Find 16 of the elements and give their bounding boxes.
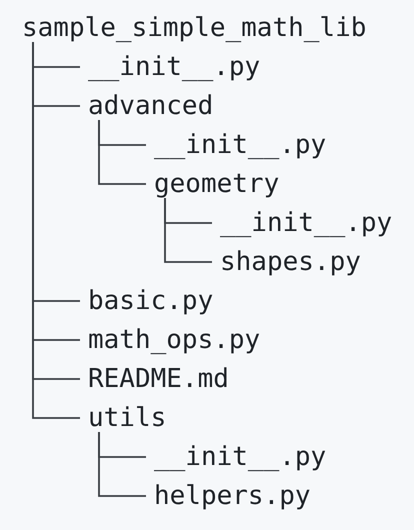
file-tree-entry: __init__.py [154,129,326,161]
file-tree-entry: shapes.py [220,246,361,278]
tree-connector [98,432,146,497]
file-tree-entry: helpers.py [154,480,311,512]
file-tree-entry: utils [88,402,166,434]
file-tree-entry: math_ops.py [88,324,260,356]
file-tree-entry: __init__.py [88,51,260,83]
file-tree-entry: basic.py [88,285,214,317]
file-tree-entry: advanced [88,90,214,122]
file-tree-entry: README.md [88,363,229,395]
root-folder-name: sample_simple_math_lib [22,12,366,44]
file-tree-entry: __init__.py [220,207,392,239]
file-tree-entry: geometry [154,168,280,200]
tree-connector [164,198,212,263]
tree-connector [98,120,146,185]
file-tree-entry: __init__.py [154,441,326,473]
